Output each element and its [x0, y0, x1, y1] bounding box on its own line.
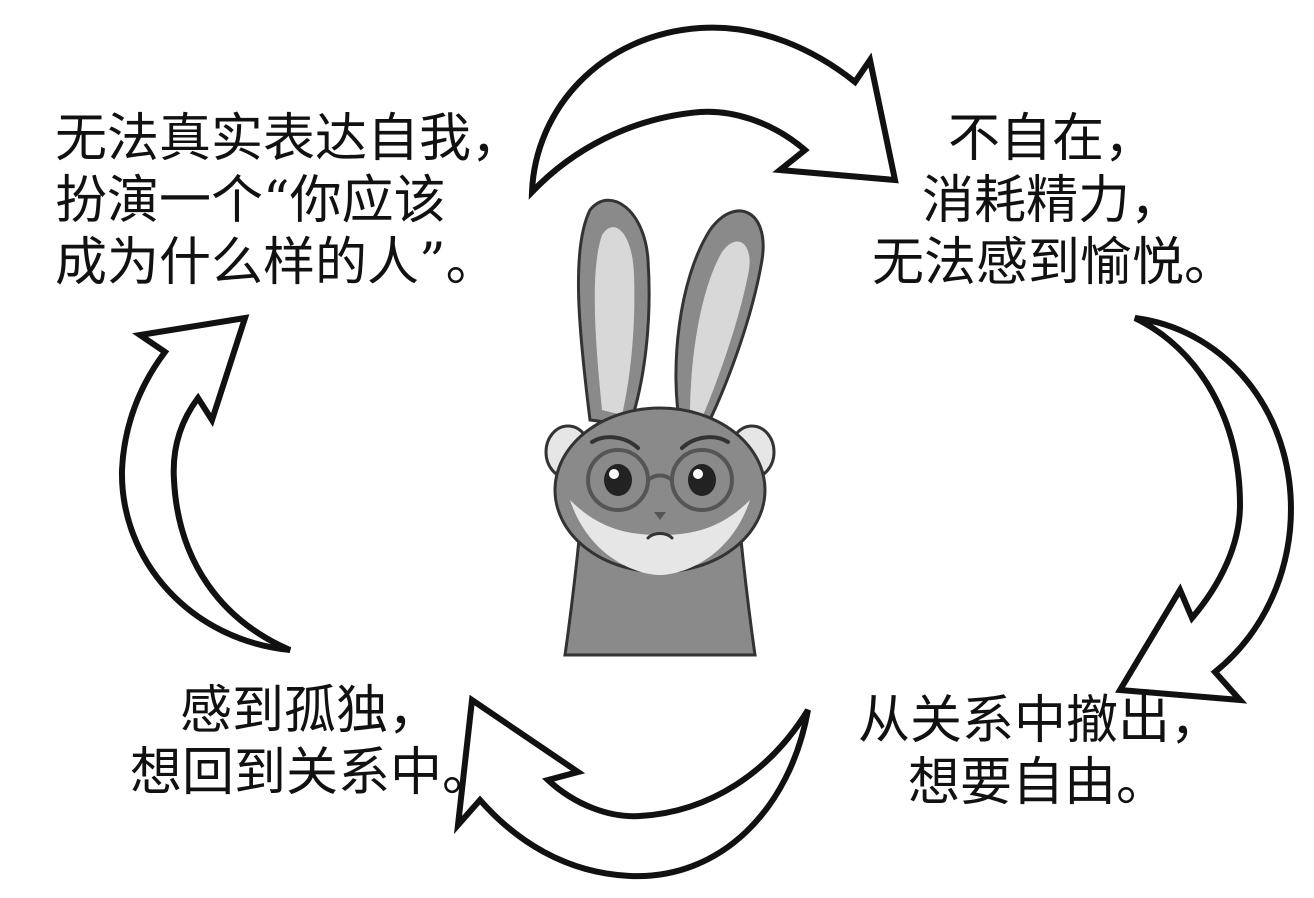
node-line: 无法真实表达自我，: [55, 109, 524, 169]
arrow-left: [118, 314, 292, 653]
cycle-node-bottom-right: 从关系中撤出， 想要自由。: [858, 690, 1223, 814]
node-line: 扮演一个“你应该: [55, 171, 446, 231]
cycle-node-bottom-left: 感到孤独， 想回到关系中。: [130, 680, 495, 804]
bunny-illustration: [544, 198, 776, 657]
node-line: 想回到关系中。: [130, 743, 495, 803]
node-line: 从关系中撤出，: [858, 691, 1223, 751]
bunny-ears: [576, 198, 765, 432]
arrow-right: [1114, 315, 1294, 704]
node-line: 感到孤独，: [179, 681, 440, 741]
node-line: 不自在，: [947, 109, 1156, 169]
node-line: 无法感到愉悦。: [872, 233, 1237, 293]
arrow-top: [528, 24, 899, 200]
cycle-node-top-right: 不自在， 消耗精力， 无法感到愉悦。: [872, 108, 1237, 294]
arrow-bottom: [453, 694, 811, 880]
node-line: 想要自由。: [907, 753, 1168, 813]
node-line: 消耗精力，: [921, 171, 1182, 231]
bunny-head: [553, 406, 767, 575]
node-line: 成为什么样的人”。: [55, 233, 498, 293]
cycle-node-top-left: 无法真实表达自我， 扮演一个“你应该 成为什么样的人”。: [55, 108, 523, 294]
